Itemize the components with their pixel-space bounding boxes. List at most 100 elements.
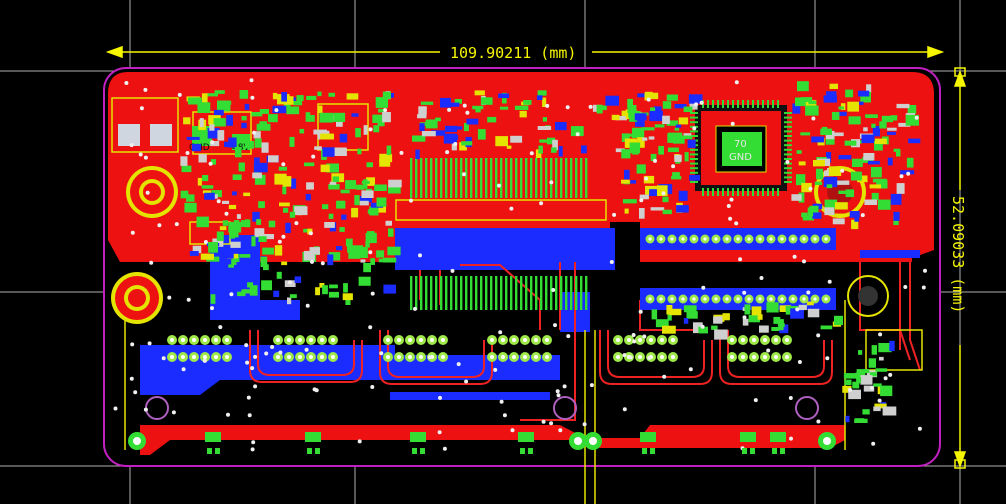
smd-part — [340, 189, 350, 194]
header-pad-hole — [769, 237, 773, 241]
smd-part — [333, 112, 346, 122]
qfp-pin — [707, 100, 709, 108]
smd-part — [207, 128, 220, 139]
smd-part — [324, 222, 335, 228]
smd-part — [262, 247, 274, 255]
phy-pad-hole — [785, 355, 789, 359]
via — [497, 183, 501, 188]
smd-part — [887, 127, 897, 131]
via — [270, 345, 275, 349]
smd-part — [605, 95, 619, 106]
header-pad-hole — [747, 297, 751, 301]
smd-part — [180, 156, 188, 166]
via — [612, 212, 617, 217]
qfp-pin — [784, 144, 792, 147]
height-dimension — [953, 67, 967, 469]
pin — [585, 158, 588, 198]
smd-part — [261, 142, 269, 153]
led-pad — [740, 432, 756, 442]
smd-part — [252, 172, 262, 179]
pin — [435, 276, 438, 310]
phy-pad-hole — [490, 338, 494, 342]
via — [700, 324, 705, 329]
smd-part — [320, 133, 334, 140]
qfp-pin — [690, 167, 698, 170]
smd-part — [506, 145, 512, 149]
via — [699, 100, 704, 105]
smd-part — [425, 119, 438, 129]
via — [418, 253, 422, 258]
width-dimension-label: 109.90211 (mm) — [450, 44, 576, 62]
smd-part — [199, 118, 204, 128]
phy-pad-hole — [214, 355, 218, 359]
qfp-pin — [784, 176, 792, 179]
pin — [525, 158, 528, 198]
smd-part — [510, 135, 523, 143]
led-pad — [780, 448, 785, 454]
smd-part — [669, 308, 682, 316]
smd-part — [360, 259, 366, 263]
led-pad — [518, 432, 534, 442]
via — [244, 343, 249, 348]
via — [133, 390, 138, 395]
phy-pad-hole — [741, 338, 745, 342]
smd-part — [850, 171, 862, 181]
smd-part — [552, 139, 558, 151]
smd-part — [632, 127, 645, 138]
via — [730, 121, 735, 126]
pin — [535, 158, 538, 198]
smd-part — [896, 183, 905, 194]
smd-part — [637, 93, 649, 98]
smd-part — [276, 271, 282, 279]
pin — [450, 276, 453, 310]
smd-part — [639, 208, 645, 219]
smd-part — [809, 205, 819, 213]
smd-part — [823, 170, 834, 177]
smd-part — [226, 114, 233, 126]
via — [694, 102, 699, 107]
smd-part — [351, 113, 359, 117]
smd-part — [551, 147, 557, 153]
smd-part — [189, 251, 199, 256]
via — [582, 422, 587, 427]
smd-part — [856, 369, 870, 374]
smd-part — [628, 110, 641, 118]
smd-part — [636, 164, 646, 174]
via — [921, 285, 926, 290]
pin — [545, 158, 548, 198]
smd-part — [801, 212, 808, 218]
smd-part — [487, 116, 497, 123]
smd-part — [857, 175, 868, 183]
smd-part — [676, 205, 689, 213]
phy-pad-hole — [763, 338, 767, 342]
phy-pad-hole — [649, 338, 653, 342]
qfp-pin — [722, 188, 724, 196]
smd-part — [866, 84, 872, 93]
smd-part — [674, 127, 680, 131]
smd-part — [385, 220, 392, 226]
via — [766, 348, 771, 353]
smd-part — [658, 145, 664, 155]
via — [181, 367, 186, 372]
smd-part — [848, 389, 861, 400]
phy-pad-hole — [441, 338, 445, 342]
qfp-pin — [757, 100, 759, 108]
via — [878, 332, 883, 337]
via — [848, 387, 852, 392]
header-pad-hole — [692, 237, 696, 241]
pin — [430, 276, 433, 310]
smd-part — [305, 193, 311, 201]
smd-part — [202, 190, 211, 194]
smd-part — [634, 113, 647, 121]
via — [203, 240, 208, 244]
via — [509, 206, 514, 211]
smd-part — [247, 282, 253, 288]
via — [662, 374, 667, 379]
via — [216, 199, 221, 204]
smd-part — [849, 211, 860, 218]
via — [903, 285, 908, 289]
smd-part — [856, 377, 862, 384]
smd-part — [828, 166, 842, 176]
header-pad-hole — [725, 297, 729, 301]
